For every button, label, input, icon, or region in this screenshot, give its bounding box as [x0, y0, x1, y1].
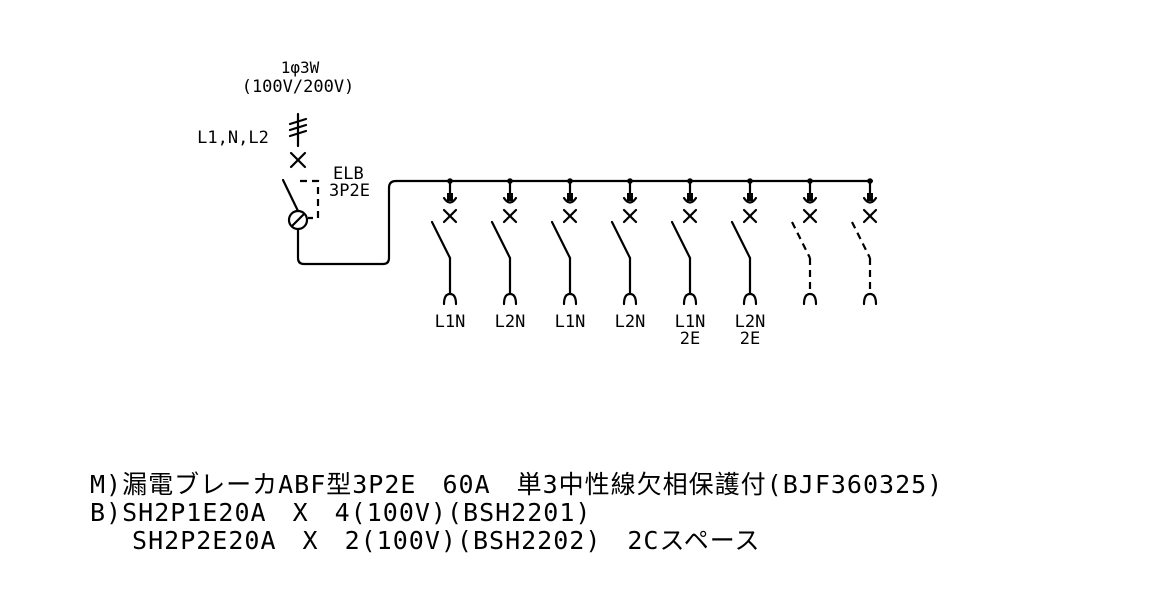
- branch-label: L1N: [555, 312, 586, 332]
- breaker-blade: [730, 220, 752, 260]
- breaker-blade: [490, 220, 512, 260]
- branch-label: L1N: [675, 312, 706, 332]
- incoming-feeder: [288, 112, 308, 148]
- breaker-blade: [610, 220, 632, 260]
- main-breaker-symbol: [281, 151, 874, 266]
- tap-plug: [867, 193, 873, 201]
- breaker-x: [682, 208, 698, 224]
- tap-plug: [807, 193, 813, 201]
- main-breaker-name: ELB: [333, 164, 364, 184]
- tap-cup: [562, 196, 578, 204]
- tap-plug: [567, 193, 573, 201]
- branch-breaker: L2N: [490, 178, 526, 332]
- breaker-x: [442, 208, 458, 224]
- tap-cup: [682, 196, 698, 204]
- branch-label: L2N: [615, 312, 646, 332]
- branch-breaker: L2N: [610, 178, 646, 332]
- note-main-breaker: M)漏電ブレーカABF型3P2E 60A 単3中性線欠相保護付(BJF36032…: [90, 470, 943, 499]
- breaker-x: [742, 208, 758, 224]
- terminal-arc: [802, 292, 818, 306]
- note-branch-breakers-1: B)SH2P1E20A X 4(100V)(BSH2201): [90, 498, 591, 527]
- tap-plug: [687, 193, 693, 201]
- branch-label-2: 2E: [680, 329, 700, 349]
- terminal-arc: [622, 292, 638, 306]
- note-branch-breakers-2: SH2P2E20A X 2(100V)(BSH2202) 2Cスペース: [90, 526, 761, 555]
- breaker-blade: [670, 220, 692, 260]
- tap-cup: [742, 196, 758, 204]
- tap-cup: [502, 196, 518, 204]
- terminal-arc: [862, 292, 878, 306]
- terminal-arc: [742, 292, 758, 306]
- terminal-arc: [682, 292, 698, 306]
- tap-plug: [747, 193, 753, 201]
- breaker-blade: [550, 220, 572, 260]
- breaker-x: [802, 208, 818, 224]
- terminal-arc: [562, 292, 578, 306]
- tap-cup: [862, 196, 878, 204]
- tap-cup: [622, 196, 638, 204]
- spare-branch: [851, 178, 878, 306]
- branch-label: L2N: [495, 312, 526, 332]
- breaker-x: [502, 208, 518, 224]
- tap-plug: [507, 193, 513, 201]
- branch-label: L1N: [435, 312, 466, 332]
- tap-cup: [802, 196, 818, 204]
- terminal-arc: [442, 292, 458, 306]
- tap-plug: [627, 193, 633, 201]
- supply-lines-label: L1,N,L2: [197, 128, 269, 148]
- terminal-arc: [502, 292, 518, 306]
- spare-branch: [791, 178, 818, 306]
- tap-cup: [442, 196, 458, 204]
- branch-label: L2N: [735, 312, 766, 332]
- breaker-blade: [791, 221, 811, 259]
- breaker-x: [862, 208, 878, 224]
- breaker-blade: [430, 220, 452, 260]
- breaker-x: [562, 208, 578, 224]
- supply-voltage-label: (100V/200V): [242, 77, 355, 97]
- branch-breaker: L1N: [430, 178, 466, 332]
- breaker-x: [622, 208, 638, 224]
- branch-label-2: 2E: [740, 329, 760, 349]
- main-breaker-poles: 3P2E: [329, 181, 370, 201]
- tap-plug: [447, 193, 453, 201]
- breaker-blade: [851, 221, 871, 259]
- supply-phase-label: 1φ3W: [281, 58, 320, 77]
- branch-breaker: L1N: [550, 178, 586, 332]
